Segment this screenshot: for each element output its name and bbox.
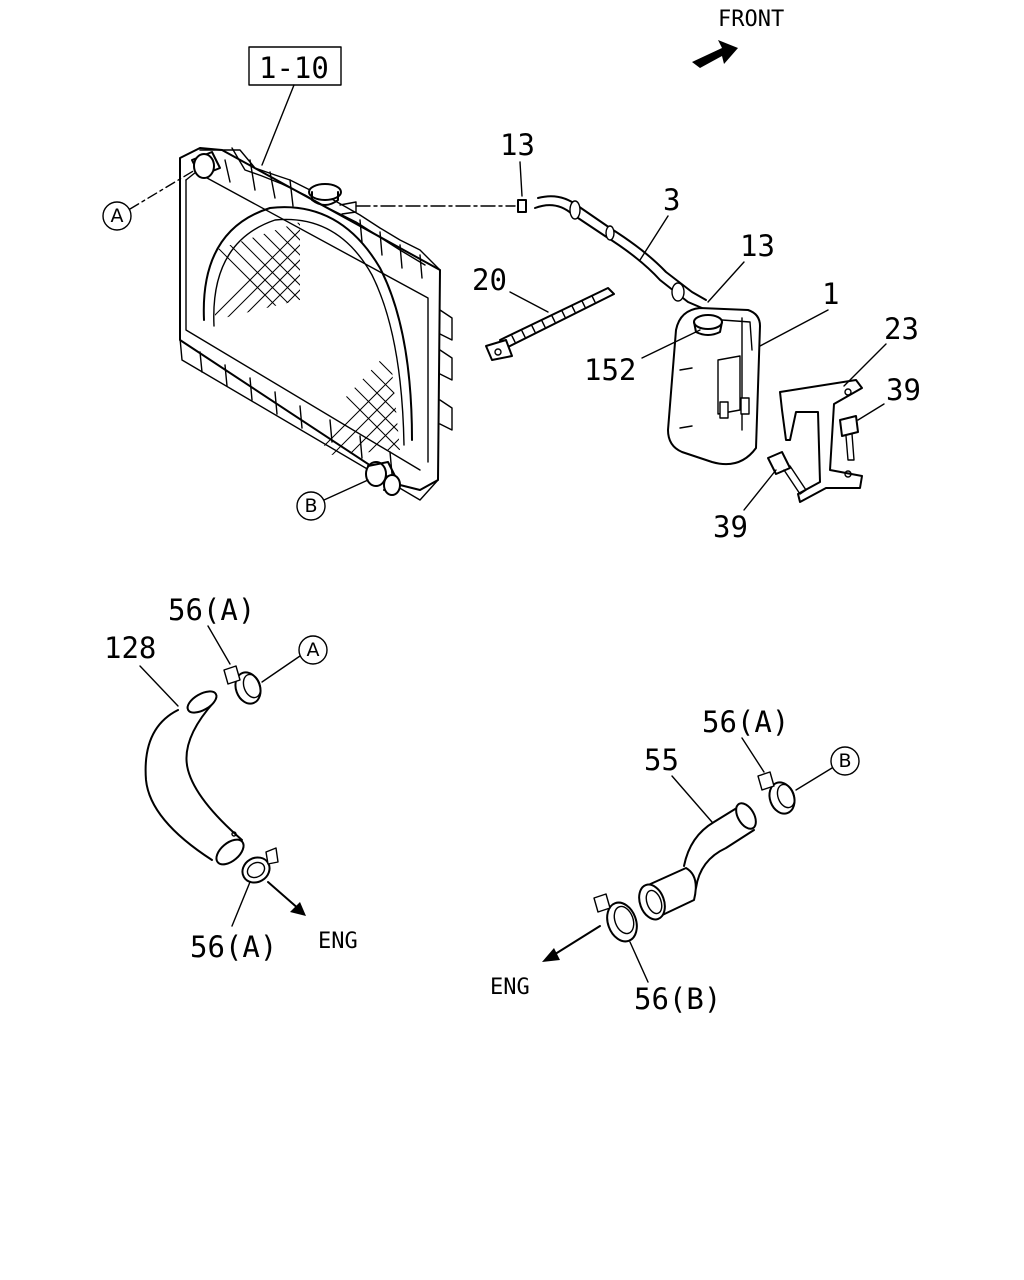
label-56b: 56(B): [634, 982, 721, 1016]
radiator: [179, 147, 453, 501]
callout-a-hose: A: [261, 635, 328, 683]
label-13-top: 13: [500, 128, 535, 162]
svg-text:A: A: [307, 639, 320, 661]
bolt-39-lower: 39: [713, 451, 807, 544]
callout-b-radiator: B: [296, 479, 369, 521]
clamp-56a-hose-128-upper: 56(A): [168, 593, 262, 705]
reference-box-label: 1-10: [259, 51, 329, 85]
label-56a-right: 56(A): [702, 705, 789, 739]
lower-hose-55: 55: [638, 743, 757, 921]
label-3: 3: [663, 183, 680, 217]
svg-text:A: A: [111, 205, 124, 227]
bracket-23: 23: [779, 312, 919, 503]
label-39-lower: 39: [713, 510, 748, 544]
cable-tie-20: 20: [472, 263, 615, 361]
front-label: FRONT: [718, 7, 784, 32]
front-indicator: FRONT: [692, 7, 784, 68]
clamp-56a-hose-55: 56(A): [702, 705, 796, 815]
arrow-head-icon: [290, 902, 306, 916]
label-1: 1: [822, 277, 839, 311]
reservoir-tank-1: 1 152: [584, 277, 839, 466]
label-56a-bottom: 56(A): [190, 930, 277, 964]
callout-a-radiator: A: [102, 169, 196, 231]
clip-13-top: 13: [500, 128, 535, 213]
clip-13-reservoir: 13: [707, 229, 775, 303]
label-128: 128: [104, 631, 156, 665]
callout-b-hose: B: [795, 746, 860, 791]
eng-label-left: ENG: [318, 929, 358, 954]
svg-text:B: B: [838, 750, 851, 772]
upper-hose-128: 128: [104, 631, 245, 866]
arrow-head-icon: [542, 948, 560, 962]
overflow-hose-3: 3: [534, 183, 707, 309]
bolt-39-upper: 39: [839, 373, 921, 461]
eng-arrow-left: ENG: [267, 881, 358, 954]
label-56a-top: 56(A): [168, 593, 255, 627]
label-20: 20: [472, 263, 507, 297]
eng-label-right: ENG: [490, 975, 530, 1000]
label-39-upper: 39: [886, 373, 921, 407]
front-arrow-icon: [692, 40, 738, 68]
clamp-56a-hose-128-lower: 56(A): [190, 847, 279, 964]
label-13-reservoir: 13: [740, 229, 775, 263]
eng-arrow-right: ENG: [490, 925, 601, 1000]
svg-text:B: B: [304, 495, 317, 517]
label-152: 152: [584, 353, 636, 387]
label-23: 23: [884, 312, 919, 346]
reference-box: 1-10: [248, 46, 342, 166]
label-55: 55: [644, 743, 679, 777]
clamp-56b: 56(B): [593, 893, 721, 1016]
